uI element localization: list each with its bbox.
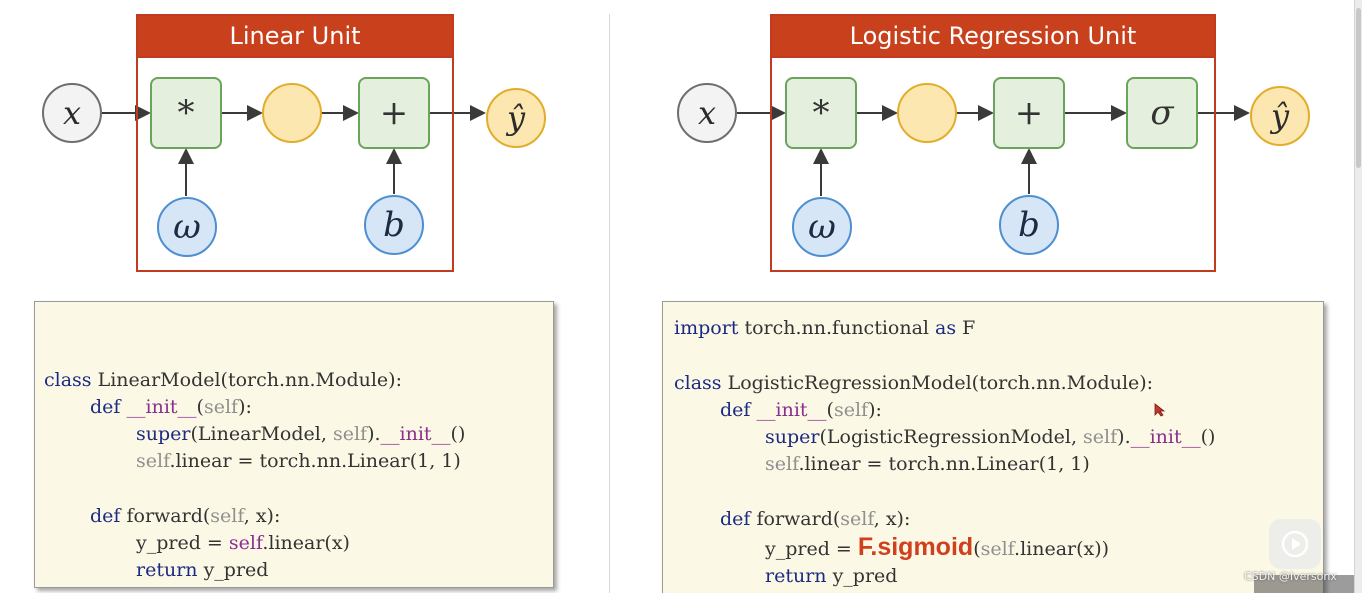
output-yhat-node: ŷ [1250,86,1310,146]
add-node: + [358,77,430,149]
code-keyword: def [90,396,121,418]
code-text: (LogisticRegressionModel, [819,426,1084,448]
code-text: .linear(x)) [1014,538,1110,560]
code-keyword: return [765,565,827,587]
code-line: class LinearModel(torch.nn.Module): [44,369,402,391]
code-dunder: __init__ [756,399,827,421]
sigmoid-highlight: F.sigmoid [857,533,974,561]
code-line: y_pred = self.linear(x) [136,532,350,554]
code-dunder: __init__ [1130,426,1201,448]
code-text: forward( [120,505,211,527]
code-text: ( [973,538,981,560]
code-line: def forward(self, x): [90,505,280,527]
code-text: forward( [750,508,841,530]
multiply-node: * [785,77,857,149]
code-text: y_pred = [136,532,229,554]
intermediate-node [897,83,957,143]
panel-divider [609,14,610,593]
code-keyword: class [44,369,92,391]
code-keyword: def [720,399,751,421]
intermediate-node [262,83,322,143]
bias-b-node: b [364,195,424,255]
code-self: self [228,532,263,554]
code-line: self.linear = torch.nn.Linear(1, 1) [765,453,1090,475]
code-text: .linear(x) [262,532,350,554]
play-button[interactable] [1269,519,1321,569]
code-dunder: __init__ [380,423,451,445]
code-self: self [765,453,799,475]
code-self: self [840,508,874,530]
code-text: y_pred [826,565,898,587]
sigmoid-node: σ [1126,77,1198,149]
code-text: ). [1117,426,1131,448]
logistic-unit-title: Logistic Regression Unit [770,14,1216,58]
code-keyword: class [674,372,722,394]
code-text: .linear = torch.nn.Linear(1, 1) [169,450,461,472]
code-text: F [956,317,976,339]
input-x-node: x [42,83,102,143]
code-line: import torch.nn.functional as F [674,317,975,339]
multiply-node: * [150,77,222,149]
code-self: self [332,423,368,445]
code-keyword: def [720,508,751,530]
add-node: + [993,77,1065,149]
code-line: def forward(self, x): [720,508,910,530]
code-text: , x): [873,508,911,530]
bias-b-node: b [999,195,1059,255]
code-text: torch.nn.functional [738,317,936,339]
code-line: super(LinearModel, self).__init__() [136,423,465,445]
logistic-model-code-panel: import torch.nn.functional as F class Lo… [662,301,1324,593]
code-line: return y_pred [765,565,897,587]
code-keyword: def [90,505,121,527]
weight-omega-node: ω [792,197,852,257]
overlay-shade [1254,575,1354,593]
code-line: class LogisticRegressionModel(torch.nn.M… [674,372,1153,394]
code-line: return y_pred [136,559,268,581]
code-text: ): [238,396,252,418]
code-keyword: super [136,423,191,445]
code-text: LinearModel(torch.nn.Module): [91,369,402,391]
code-keyword: super [765,426,820,448]
code-dunder: __init__ [126,396,197,418]
code-text: () [1200,426,1216,448]
vertical-scrollbar[interactable] [1354,0,1362,593]
code-line: def __init__(self): [90,396,252,418]
code-text: .linear = torch.nn.Linear(1, 1) [798,453,1090,475]
scrollbar-thumb[interactable] [1356,8,1361,168]
output-yhat-node: ŷ [486,88,546,148]
play-icon [1281,530,1309,558]
weight-omega-node: ω [157,197,217,257]
code-keyword: as [935,317,957,339]
code-text: ): [868,399,882,421]
code-text: y_pred [197,559,269,581]
code-self: self [210,505,244,527]
code-text: () [450,423,466,445]
code-line: self.linear = torch.nn.Linear(1, 1) [136,450,461,472]
code-keyword: import [674,317,739,339]
code-text: , x): [243,505,281,527]
input-x-node: x [677,83,737,143]
code-self: self [980,538,1015,560]
linear-unit-title: Linear Unit [136,14,454,58]
code-keyword: return [136,559,198,581]
code-text: ). [367,423,381,445]
code-text: (LinearModel, [190,423,333,445]
mouse-cursor-icon [1154,403,1166,417]
code-self: self [136,450,170,472]
code-self: self [203,396,239,418]
code-line: def __init__(self): [720,399,882,421]
code-line: y_pred = F.sigmoid(self.linear(x)) [765,533,1109,562]
code-text: LogisticRegressionModel(torch.nn.Module)… [721,372,1154,394]
linear-model-code-panel: class LinearModel(torch.nn.Module): def … [34,301,554,588]
code-self: self [1083,426,1118,448]
code-line: super(LogisticRegressionModel, self).__i… [765,426,1215,448]
watermark: CSDN @Iversonx [1244,570,1337,583]
code-text: y_pred = [765,538,858,560]
code-self: self [833,399,869,421]
